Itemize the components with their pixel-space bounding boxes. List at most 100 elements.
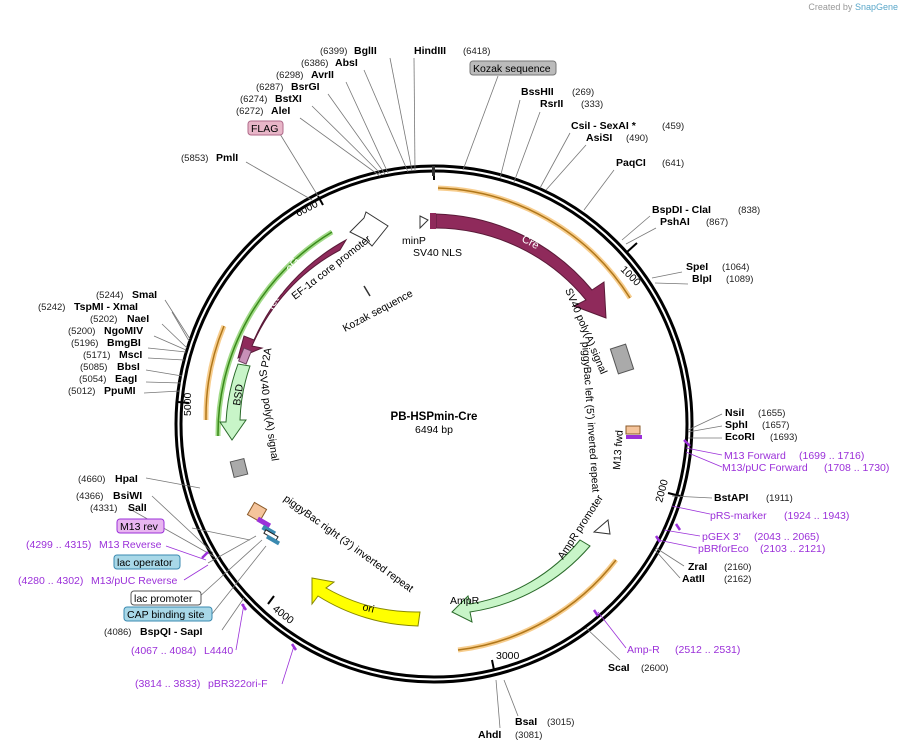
- lead-naei: [161, 323, 188, 349]
- kozak-top-label: Kozak sequence: [473, 63, 551, 75]
- site-bsshii[interactable]: BssHII: [521, 86, 554, 98]
- lead-nsii: [687, 413, 723, 431]
- lead-bglii: [389, 57, 413, 172]
- m13rev-label: M13 rev: [120, 521, 159, 533]
- tick-1000-mark: [626, 242, 638, 253]
- primer-range-m13pucforward: (1708 .. 1730): [824, 462, 889, 474]
- lead-pbrforeco: [657, 539, 698, 549]
- flag-box[interactable]: [247, 120, 284, 136]
- sv40-nls-feature[interactable]: [430, 213, 436, 229]
- site-bstxi[interactable]: BstXI: [275, 93, 302, 105]
- site-hpai[interactable]: HpaI: [115, 473, 138, 485]
- piggybac-left-feature[interactable]: [625, 425, 641, 435]
- site-ahdi[interactable]: AhdI: [478, 729, 501, 741]
- site-bmgbi[interactable]: BmgBI: [107, 337, 141, 349]
- site-asisi[interactable]: AsiSI: [586, 132, 612, 144]
- sv40-polya-feature-1[interactable]: [609, 343, 635, 375]
- site-alei[interactable]: AleI: [271, 105, 290, 117]
- ori-feature[interactable]: [311, 577, 421, 627]
- site-nsii[interactable]: NsiI: [725, 407, 744, 419]
- site-bsai[interactable]: BsaI: [515, 716, 537, 728]
- tick-5000-mark: [177, 401, 190, 404]
- site-csii-sexai[interactable]: CsiI - SexAI *: [571, 120, 637, 132]
- plasmid-length: 6494 bp: [415, 424, 453, 436]
- site-rsrii[interactable]: RsrII: [540, 98, 563, 110]
- cre-feature[interactable]: [435, 213, 607, 319]
- lead-bspdi: [621, 215, 651, 241]
- site-paqci[interactable]: PaqCI: [616, 157, 646, 169]
- sv40-polya-feature-2[interactable]: [229, 457, 249, 479]
- site-naei[interactable]: NaeI: [127, 313, 149, 325]
- lead-msci: [147, 357, 185, 361]
- lead-cap: [211, 545, 267, 615]
- tick-2000-mark: [667, 492, 681, 497]
- primer-l4440[interactable]: L4440: [204, 645, 233, 657]
- primer-pbr322ori[interactable]: pBR322ori-F: [208, 678, 268, 690]
- kozak-top-box[interactable]: [469, 60, 557, 76]
- piggybac-right-feature[interactable]: [246, 501, 268, 523]
- site-blpi[interactable]: BlpI: [692, 273, 712, 285]
- site-pshai[interactable]: PshAI: [660, 216, 690, 228]
- primer-prsmarker[interactable]: pRS-marker: [710, 510, 767, 522]
- ef1a-promoter-label: EF-1α core promoter: [289, 233, 373, 303]
- primer-m13pucreverse[interactable]: M13/pUC Reverse: [91, 575, 178, 587]
- site-sali[interactable]: SalI: [128, 502, 147, 514]
- primer-pbrforeco[interactable]: pBRforEco: [698, 543, 749, 555]
- ampr-promoter-feature[interactable]: [592, 519, 611, 535]
- tick-4000-label: 4000: [270, 603, 296, 627]
- site-scai[interactable]: ScaI: [608, 662, 630, 674]
- boxed-labels: Kozak sequence FLAG M13 rev lac operator…: [113, 60, 557, 622]
- site-msci[interactable]: MscI: [119, 349, 142, 361]
- site-pos-eagi: (5054): [79, 374, 106, 385]
- bsd-feature[interactable]: [219, 363, 251, 441]
- lacop-label: lac operator: [117, 557, 173, 569]
- site-bsiwi[interactable]: BsiWI: [113, 490, 142, 502]
- cap-box[interactable]: [123, 606, 213, 622]
- sv40-polya-label-2: SV40 poly(A) signal: [256, 369, 281, 462]
- lead-m13forward: [685, 447, 723, 456]
- site-ppumi[interactable]: PpuMI: [104, 385, 136, 397]
- site-eagi[interactable]: EagI: [115, 373, 137, 385]
- tick-3000-mark: [491, 659, 495, 671]
- tick-2000-label: 2000: [653, 478, 671, 504]
- site-sphi[interactable]: SphI: [725, 419, 748, 431]
- primer-ampr[interactable]: Amp-R: [627, 644, 660, 656]
- site-absi[interactable]: AbsI: [335, 57, 358, 69]
- primer-pgex[interactable]: pGEX 3': [702, 531, 741, 543]
- site-pmli[interactable]: PmlI: [216, 152, 238, 164]
- site-ngomiv[interactable]: NgoMIV: [104, 325, 143, 337]
- m13rev-box[interactable]: [116, 518, 165, 534]
- ampr-feature[interactable]: [451, 539, 591, 623]
- lacprom-box[interactable]: [130, 590, 202, 606]
- ef1a-promoter-feature[interactable]: [349, 211, 389, 247]
- site-ecori[interactable]: EcoRI: [725, 431, 755, 443]
- primer-m13forward[interactable]: M13 Forward: [724, 450, 786, 462]
- site-tspmi-xmai[interactable]: TspMI - XmaI: [74, 301, 138, 313]
- lacop-box[interactable]: [113, 554, 181, 570]
- flag-label: FLAG: [251, 123, 278, 135]
- p2a-feature[interactable]: [238, 347, 252, 365]
- lead-l4440: [235, 603, 245, 651]
- site-spei[interactable]: SpeI: [686, 261, 708, 273]
- site-hindiii[interactable]: HindIII: [414, 45, 446, 57]
- minp-label: minP: [402, 235, 426, 247]
- primer-m13pucforward[interactable]: M13/pUC Forward: [722, 462, 808, 474]
- site-bsrgi[interactable]: BsrGI: [291, 81, 320, 93]
- site-bspqi-sapi[interactable]: BspQI - SapI: [140, 626, 203, 638]
- m13fwd-feature[interactable]: [626, 435, 642, 439]
- site-leaders: [127, 57, 723, 729]
- site-bstapi[interactable]: BstAPI: [714, 492, 749, 504]
- minp-feature[interactable]: [419, 215, 429, 230]
- site-aatii[interactable]: AatII: [682, 573, 705, 585]
- site-smai[interactable]: SmaI: [132, 289, 157, 301]
- lead-kozak-top: [462, 75, 499, 171]
- site-zrai[interactable]: ZraI: [688, 561, 707, 573]
- site-bglii[interactable]: BglII: [354, 45, 377, 57]
- site-bbsi[interactable]: BbsI: [117, 361, 140, 373]
- lead-m13rev: [191, 527, 251, 541]
- site-avrii[interactable]: AvrII: [311, 69, 334, 81]
- lead-aatii: [654, 549, 681, 579]
- site-bspdi-clai[interactable]: BspDI - ClaI: [652, 204, 711, 216]
- primer-m13reverse[interactable]: M13 Reverse: [99, 539, 162, 551]
